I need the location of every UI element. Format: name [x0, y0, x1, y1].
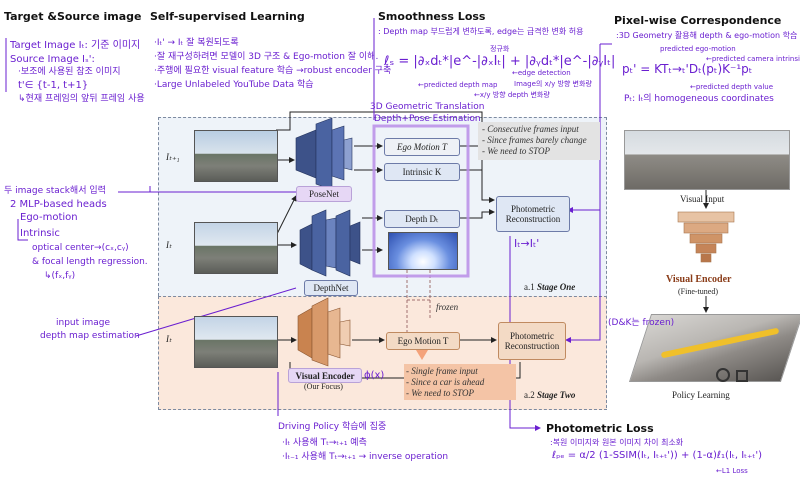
posenet-note-5: optical center→(cₓ,cᵧ)	[32, 243, 129, 253]
stage-two-note-2: - Since a car is ahead	[406, 377, 485, 387]
photometric-line2: Reconstruction	[505, 214, 561, 224]
ssl-line-2: ·잘 재구성하려면 모델이 3D 구조 & Ego-motion 잘 이해.	[154, 52, 379, 62]
left-line-3: ·보조에 사용된 참조 이미지	[18, 67, 121, 77]
ssl-title: Self-supervised Learning	[150, 10, 305, 23]
pixel-desc: :3D Geometry 활용해 depth & ego-motion 학습	[616, 31, 798, 40]
driving-line-2: ·Iₜ₋₁ 사용해 Tₜ→ₜ₊₁ → inverse operation	[282, 452, 449, 462]
stage-two-encoder-layers	[297, 297, 351, 367]
photometric-box-stage-one: Photometric Reconstruction	[496, 196, 570, 232]
photo-loss-title: Photometric Loss	[546, 422, 654, 435]
intrinsic-box: Intrinsic K	[384, 163, 460, 181]
depthnet-label: DepthNet	[304, 280, 358, 296]
frame-label-t-plus-1: Iₜ₊₁	[166, 152, 180, 162]
pedal-icon	[736, 370, 748, 382]
policy-label: Policy Learning	[672, 390, 730, 400]
steering-wheel-icon	[716, 368, 730, 382]
smooth-ann-2: ←edge detection	[512, 69, 571, 77]
smooth-ann-4: ←predicted depth map	[418, 81, 498, 89]
visual-input-label: Visual Input	[680, 194, 725, 204]
depthnet-note-1: input image	[56, 318, 111, 328]
photometric-line1: Photometric	[511, 204, 555, 214]
depth-map-image	[388, 232, 458, 270]
right-encoder-sub: (Fine-tuned)	[678, 287, 718, 296]
stage-one-arrow-note: Iₜ→Iₜ'	[514, 237, 540, 250]
stage-one-note-2: - Since frames barely change	[482, 135, 587, 145]
left-line-5: ↳현재 프레임의 앞뒤 프레임 사용	[18, 94, 145, 104]
smooth-title: Smoothness Loss	[378, 10, 486, 23]
left-line-2: Source Image Iₛ':	[10, 54, 95, 65]
left-line-1: Target Image Iₜ: 기준 이미지	[10, 40, 141, 51]
right-encoder-label: Visual Encoder	[666, 274, 732, 285]
posenet-note-6: & focal length regression.	[32, 257, 148, 267]
frozen-note: (D&K는 frozen)	[608, 318, 675, 328]
smooth-ann-3: Image의 x/y 방향 변화량	[514, 80, 592, 88]
frame-label-t: Iₜ	[166, 240, 172, 250]
photo-loss-ann: ←L1 Loss	[716, 467, 748, 475]
photometric-line1-two: Photometric	[510, 331, 554, 341]
geom-title-1: 3D Geometric Translation	[370, 102, 485, 112]
frame-image-t-plus-1	[194, 130, 278, 182]
visual-input-image	[624, 130, 790, 190]
posenet-label: PoseNet	[296, 186, 352, 202]
posenet-note-1: 두 image stack해서 입력	[4, 186, 106, 196]
pixel-ann-1: predicted ego-motion	[660, 45, 736, 53]
pixel-ann-3: ←predicted depth value	[690, 83, 774, 91]
stage-two-note-1: - Single frame input	[406, 366, 478, 376]
visual-encoder-label: Visual Encoder	[288, 368, 362, 383]
ego-motion-box-stage-two: Ego Motion T	[386, 332, 460, 350]
depth-box: Depth Dₜ	[384, 210, 460, 228]
our-focus-label: (Our Focus)	[304, 382, 343, 391]
photo-loss-desc: :복원 이미지와 원본 이미지 차이 최소화	[550, 438, 684, 447]
stage-one-label: a.1 Stage One	[524, 282, 576, 292]
pixel-ann-4: Pₜ: Iₜ의 homogeneous coordinates	[624, 94, 774, 104]
pixel-formula: pₜ' = KTₜ→ₜ'Dₜ(pₜ)K⁻¹pₜ	[622, 62, 753, 76]
geom-title-2: Depth+Pose Estimation	[374, 114, 481, 124]
posenet-layers	[295, 117, 353, 191]
frame-image-t	[194, 222, 278, 274]
pixel-ann-2: ←predicted camera intrinsic	[706, 55, 800, 63]
stage-one-note-3: - We need to STOP	[482, 146, 550, 156]
photometric-line2-two: Reconstruction	[504, 341, 560, 351]
depthnet-layers	[299, 209, 361, 277]
stage-two-frame-label: Iₜ	[166, 334, 172, 344]
ssl-line-3: ·주행에 필요한 visual feature 학습 →robust encod…	[154, 66, 392, 76]
smooth-ann-5: ←x/y 방향 depth 변화량	[474, 91, 550, 99]
posenet-note-4: Intrinsic	[20, 228, 60, 239]
smooth-formula: ℓₛ = |∂ₓdₜ*|e^-|∂ₓIₜ| + |∂ᵧdₜ*|e^-|∂ᵧIₜ|	[384, 54, 616, 69]
ssl-line-4: ·Large Unlabeled YouTube Data 학습	[154, 80, 314, 90]
photometric-box-stage-two: Photometric Reconstruction	[498, 322, 566, 360]
left-title: Target &Source image	[4, 10, 142, 23]
stage-two-down-arrow	[416, 350, 428, 360]
ssl-line-1: ·Iₜ' → Iₜ 잘 복원되도록	[154, 38, 239, 48]
posenet-note-3: Ego-motion	[20, 212, 78, 223]
right-encoder-layers	[677, 211, 735, 263]
stage-one-note-1: - Consecutive frames input	[482, 124, 579, 134]
frame-image-stage-two	[194, 316, 278, 368]
left-line-4: t'∈ {t-1, t+1}	[18, 80, 89, 91]
photo-loss-formula: ℓₚₑ = α/2 (1-SSIM(Iₜ, Iₜ₊ₜ')) + (1-α)ℓ₁(…	[552, 450, 762, 461]
stage-one-notes	[478, 122, 600, 160]
stage-two-note-3: - We need to STOP	[406, 388, 474, 398]
driving-line-1: ·Iₜ 사용해 Tₜ→ₜ₊₁ 예측	[282, 438, 367, 448]
frozen-label: frozen	[436, 302, 459, 312]
posenet-note-7: ↳(fₓ,fᵧ)	[44, 271, 76, 281]
depthnet-note-2: depth map estimation	[40, 331, 140, 341]
smooth-desc: : Depth map 부드럽게 변하도록, edge는 급격한 변화 허용	[378, 27, 584, 36]
posenet-note-2: 2 MLP-based heads	[10, 199, 107, 210]
stage-two-notes	[404, 364, 516, 400]
ego-motion-box: Ego Motion T	[384, 138, 460, 156]
pixel-title: Pixel-wise Correspondence	[614, 14, 782, 27]
driving-title: Driving Policy 학습에 집중	[278, 422, 387, 432]
smooth-ann-1: 정규화	[490, 45, 510, 53]
stage-two-label: a.2 Stage Two	[524, 390, 576, 400]
stage-outline-right	[606, 117, 609, 408]
phi-label: ϕ(x)	[364, 370, 385, 381]
